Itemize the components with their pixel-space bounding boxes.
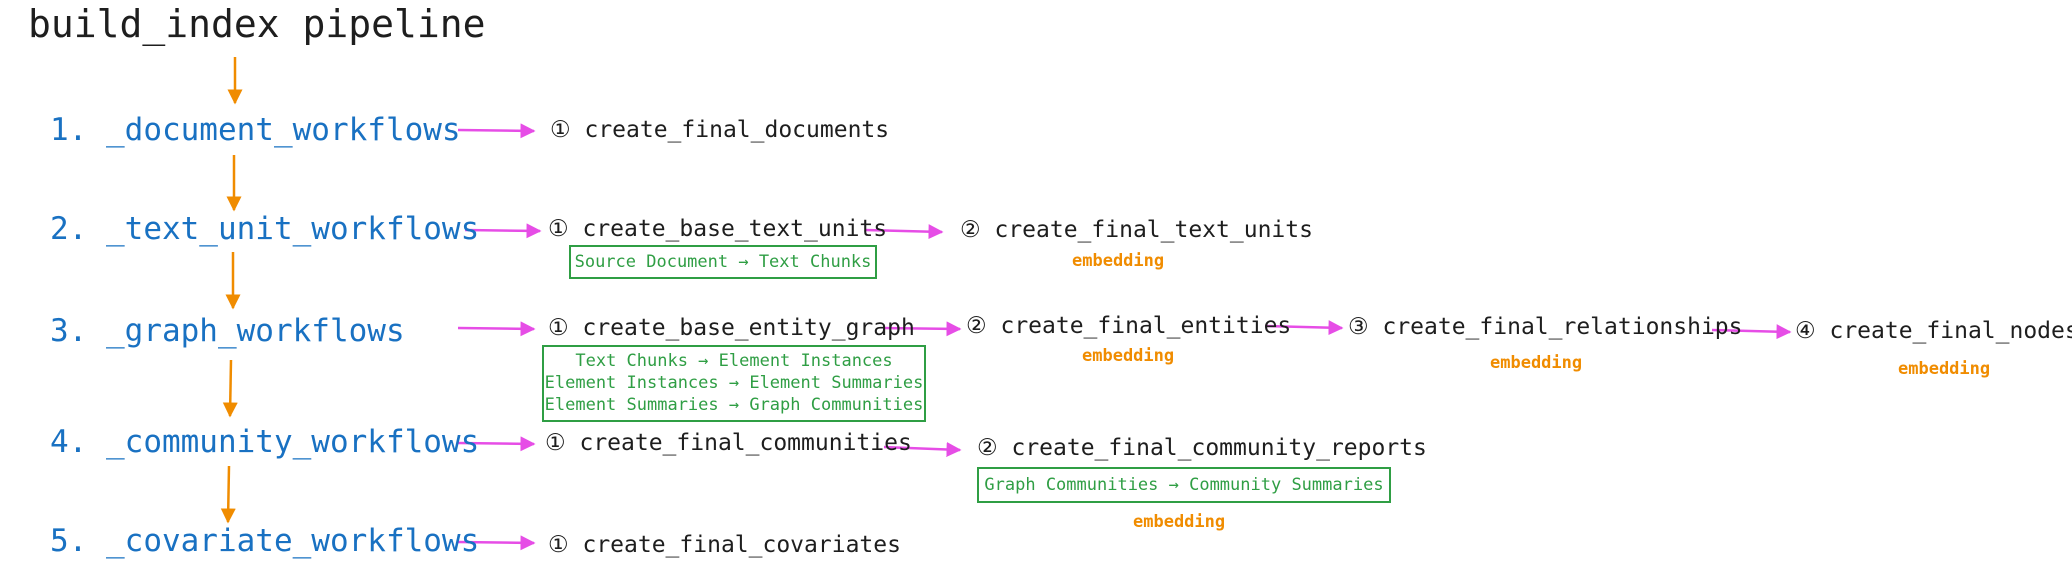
embedding-label-final-text-units: embedding: [1072, 251, 1165, 271]
step-create-final-documents: ① create_final_documents: [550, 117, 890, 143]
embedding-label-final-relationships: embedding: [1490, 353, 1583, 373]
embedding-label-final-nodes: embedding: [1898, 359, 1991, 379]
arrow-stage-5-to-step-1: [457, 535, 536, 551]
step-create-base-text-units: ① create_base_text_units: [548, 216, 888, 242]
transform-box-graph: Text Chunks → Element Instances Element …: [542, 345, 926, 422]
stage-text-unit-workflows: 2. _text_unit_workflows: [50, 211, 480, 247]
step-create-final-nodes: ④ create_final_nodes: [1795, 318, 2072, 344]
diagram-title: build_index pipeline: [28, 2, 486, 46]
arrow-stage-4-to-5: [220, 465, 236, 524]
arrow-stage-3-step-2-to-step-3: [1264, 320, 1344, 336]
step-create-final-relationships: ③ create_final_relationships: [1348, 314, 1743, 340]
arrow-stage-3-to-4: [222, 359, 238, 418]
transform-line: Source Document → Text Chunks: [574, 252, 872, 272]
step-create-base-entity-graph: ① create_base_entity_graph: [548, 315, 915, 341]
stage-covariate-workflows: 5. _covariate_workflows: [50, 523, 480, 559]
stage-community-workflows: 4. _community_workflows: [50, 424, 480, 460]
stage-document-workflows: 1. _document_workflows: [50, 112, 461, 148]
arrow-stage-1-to-step-1: [457, 123, 536, 139]
transform-line: Element Summaries → Graph Communities: [544, 395, 924, 415]
step-create-final-covariates: ① create_final_covariates: [548, 532, 901, 558]
step-create-final-entities: ② create_final_entities: [966, 313, 1292, 339]
step-create-final-text-units: ② create_final_text_units: [960, 217, 1313, 243]
arrow-stage-3-step-1-to-step-2: [883, 321, 962, 337]
arrow-stage-3-to-step-1: [457, 321, 536, 337]
step-create-final-community-reports: ② create_final_community_reports: [977, 435, 1427, 461]
transform-box-text-units: Source Document → Text Chunks: [569, 245, 877, 279]
transform-line: Element Instances → Element Summaries: [544, 373, 924, 393]
transform-box-community: Graph Communities → Community Summaries: [977, 467, 1391, 503]
arrow-stage-3-step-3-to-step-4: [1711, 324, 1792, 340]
stage-graph-workflows: 3. _graph_workflows: [50, 313, 405, 349]
step-create-final-communities: ① create_final_communities: [545, 430, 912, 456]
arrow-stage-2-step-1-to-step-2: [864, 224, 944, 240]
arrow-stage-4-to-step-1: [457, 436, 536, 452]
arrow-stage-4-step-1-to-step-2: [883, 441, 962, 457]
transform-line: Graph Communities → Community Summaries: [984, 475, 1384, 495]
embedding-label-final-entities: embedding: [1082, 346, 1175, 366]
embedding-label-community-reports: embedding: [1133, 512, 1226, 532]
arrow-stage-2-to-step-1: [464, 223, 542, 239]
transform-line: Text Chunks → Element Instances: [575, 351, 893, 371]
